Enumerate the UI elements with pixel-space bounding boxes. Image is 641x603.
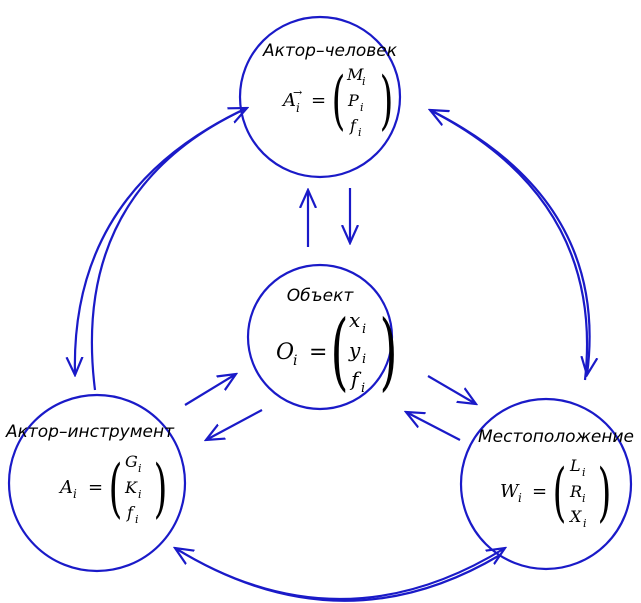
object-vector-2: y <box>348 338 361 362</box>
tool-actor-vector-3-sub: i <box>135 513 139 526</box>
human-actor-equals: = <box>311 90 326 111</box>
arrow-tool-to-human <box>90 108 247 391</box>
location-vector-3-sub: i <box>583 517 587 530</box>
location-circle <box>459 397 633 571</box>
arrow-tool-to-object <box>184 374 236 406</box>
arrow-tool-to-location <box>174 548 505 601</box>
object-title: Объект <box>287 286 355 306</box>
location-vector-2-sub: i <box>582 492 586 505</box>
location-node: Местоположение W i = ( ) L i R i X i <box>478 427 634 530</box>
location-symbol: W <box>500 481 520 502</box>
human-actor-right-paren: ) <box>380 64 394 138</box>
tool-actor-equals: = <box>88 477 103 498</box>
human-actor-vector-1-sub: i <box>362 75 366 88</box>
arrow-human-to-tool <box>75 107 248 375</box>
location-vector-1-sub: i <box>582 466 586 479</box>
location-equals: = <box>532 481 547 502</box>
human-actor-vector-1: M <box>346 65 364 84</box>
arrow-object-to-tool <box>206 409 263 440</box>
tool-actor-vector-2: K <box>124 478 138 497</box>
object-vector-3-sub: i <box>361 381 365 396</box>
tool-actor-right-paren: ) <box>154 452 168 526</box>
human-actor-vector-3: f <box>349 116 359 135</box>
arrow-location-to-human <box>430 110 589 381</box>
location-title: Местоположение <box>478 427 634 447</box>
location-left-paren: ( <box>553 456 567 530</box>
human-actor-title: Актор–человек <box>262 41 398 61</box>
arrow-object-to-location <box>427 375 476 404</box>
location-subscript: i <box>518 491 522 505</box>
human-actor-left-paren: ( <box>332 64 346 138</box>
human-actor-symbol: A <box>281 90 296 111</box>
object-vector-1: x <box>349 308 360 332</box>
tool-actor-node: Актор–инструмент A i = ( ) G i K i f i <box>5 422 175 526</box>
object-vector-1-sub: i <box>362 322 366 337</box>
arrow-location-to-object <box>406 412 461 441</box>
object-node: Объект O i = ( ) x i y i f i <box>276 286 398 400</box>
location-right-paren: ) <box>598 456 612 530</box>
object-vector-2-sub: i <box>362 352 366 367</box>
human-actor-subscript: i <box>296 101 300 115</box>
tool-actor-title: Актор–инструмент <box>5 422 175 442</box>
tool-actor-vector-3: f <box>126 503 136 522</box>
tool-actor-vector-1: G <box>125 452 138 471</box>
object-right-paren: ) <box>380 302 398 400</box>
object-equals: = <box>309 340 327 365</box>
object-left-paren: ( <box>331 302 349 400</box>
tool-actor-left-paren: ( <box>109 452 123 526</box>
tool-actor-vector-1-sub: i <box>138 462 142 475</box>
human-actor-vector-3-sub: i <box>358 126 362 139</box>
tool-actor-vector-2-sub: i <box>138 488 142 501</box>
human-actor-node: Актор–человек A i → = ( ) M i P i f i <box>262 41 398 139</box>
human-actor-vector-2: P <box>347 91 359 110</box>
arrow-human-to-location <box>429 109 590 375</box>
human-actor-superscript: → <box>293 86 302 99</box>
tool-actor-subscript: i <box>73 487 77 501</box>
tool-actor-circle <box>7 393 187 573</box>
object-subscript: i <box>293 353 297 369</box>
object-circle <box>246 263 394 411</box>
human-actor-vector-2-sub: i <box>360 101 364 114</box>
location-vector-3: X <box>568 507 582 526</box>
human-actor-circle <box>238 15 402 179</box>
object-symbol: O <box>276 340 294 365</box>
tool-actor-symbol: A <box>58 477 73 498</box>
location-vector-2: R <box>569 482 582 501</box>
location-vector-1: L <box>569 456 581 475</box>
